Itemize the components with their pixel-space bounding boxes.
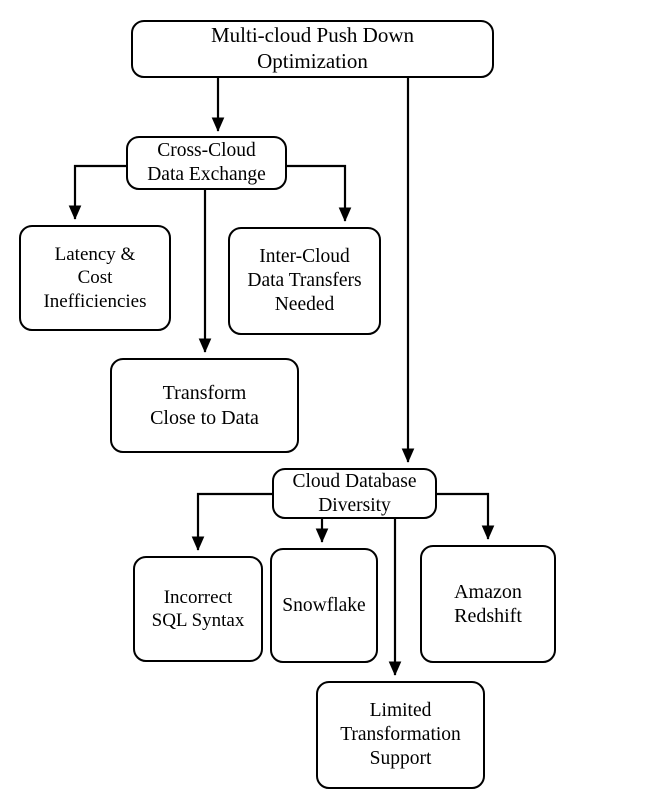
node-amazon-redshift[interactable]: Amazon Redshift [420,545,556,663]
node-cross-cloud-data-exchange[interactable]: Cross-Cloud Data Exchange [126,136,287,190]
edge-cross-cloud-to-latency [68,164,126,220]
node-label: Latency & Cost Inefficiencies [43,244,147,312]
node-label: Multi-cloud Push Down Optimization [210,23,414,73]
node-label: Snowflake [282,594,366,616]
node-label: Cross-Cloud Data Exchange [147,140,266,185]
node-label: Amazon Redshift [454,580,522,627]
edge-cross-cloud-to-inter-cloud [287,164,352,222]
node-multi-cloud-push-down-optimization[interactable]: Multi-cloud Push Down Optimization [131,20,494,78]
node-limited-transformation-support[interactable]: Limited Transformation Support [316,681,485,789]
node-transform-close-to-data[interactable]: Transform Close to Data [110,358,299,453]
node-label: Limited Transformation Support [340,700,461,769]
node-label: Incorrect SQL Syntax [151,586,245,631]
node-snowflake[interactable]: Snowflake [270,548,378,663]
node-latency-cost-inefficiencies[interactable]: Latency & Cost Inefficiencies [19,225,171,331]
node-label: Inter-Cloud Data Transfers Needed [247,246,362,315]
node-label: Transform Close to Data [150,382,259,429]
node-cloud-database-diversity[interactable]: Cloud Database Diversity [272,468,437,519]
node-inter-cloud-data-transfers-needed[interactable]: Inter-Cloud Data Transfers Needed [228,227,381,335]
edge-diversity-to-redshift [437,492,495,540]
node-incorrect-sql-syntax[interactable]: Incorrect SQL Syntax [133,556,263,662]
edge-diversity-to-sql-syntax [191,492,272,551]
node-label: Cloud Database Diversity [292,470,417,516]
